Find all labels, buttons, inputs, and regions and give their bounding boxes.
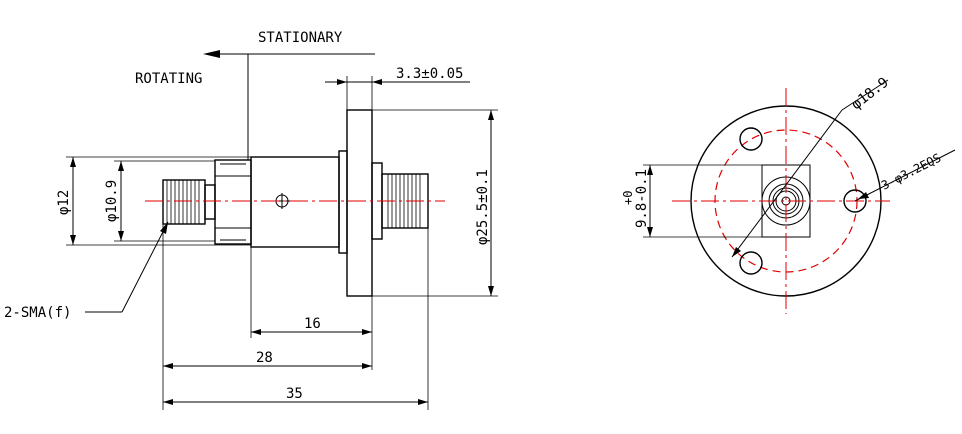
dim-len-16: 16 [304,316,321,332]
label-rotating: ROTATING [135,71,202,87]
left-thread [166,180,200,224]
dim-center-tol: 9.8-0.1 [634,169,650,228]
label-stationary: STATIONARY [258,30,343,46]
dim-dia-10-9: φ10.9 [104,180,120,222]
dim-center-tol-upper: +0 [621,191,635,205]
connector-callout: 2-SMA(f) [4,305,71,321]
dim-flange-thickness: 3.3±0.05 [396,66,463,82]
dim-dia-25-5: φ25.5±0.1 [475,169,491,245]
dim-holes: 3-φ3.2EQS [879,151,943,193]
dim-len-35: 35 [286,386,303,402]
front-view: φ18.9 3-φ3.2EQS +0 9.8-0.1 [621,75,956,314]
dim-len-28: 28 [256,350,273,366]
dim-pcd: φ18.9 [849,75,892,114]
side-view: STATIONARY ROTATING [4,30,498,410]
dim-dia-12: φ12 [56,190,72,215]
